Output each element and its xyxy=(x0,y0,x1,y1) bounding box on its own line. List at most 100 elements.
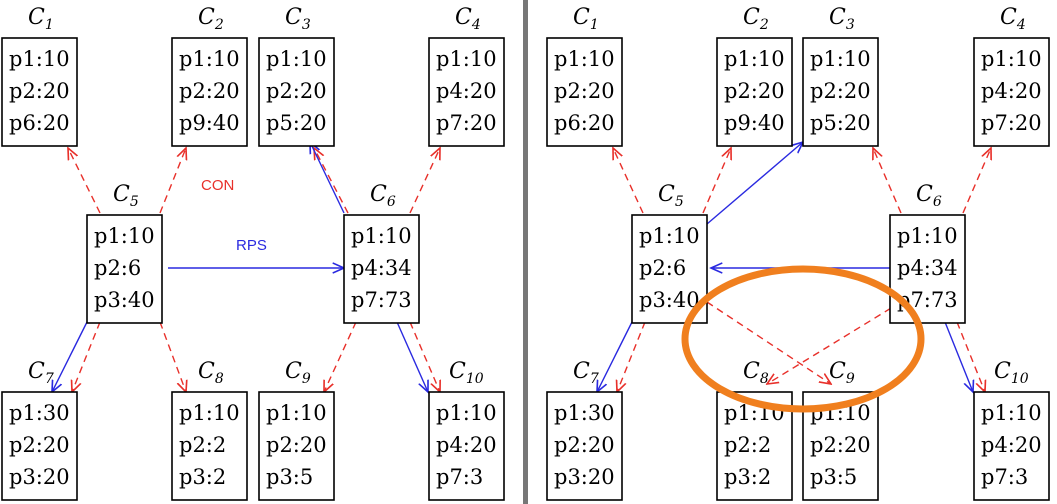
node-value: p6:20 xyxy=(9,111,70,135)
node-title: C8 xyxy=(743,359,769,387)
node-value: p9:40 xyxy=(724,111,785,135)
node-value: p4:20 xyxy=(981,79,1042,103)
node-box xyxy=(631,214,708,324)
node-box xyxy=(86,214,163,324)
node-value: p2:20 xyxy=(266,433,327,457)
rps-label: RPS xyxy=(236,237,267,254)
node-title: C5 xyxy=(113,182,139,210)
node-title: C5 xyxy=(658,182,684,210)
node-title: C9 xyxy=(285,359,311,387)
node-box xyxy=(343,214,420,324)
node-value: p2:20 xyxy=(9,79,70,103)
node-value: p5:20 xyxy=(810,111,871,135)
node-title: C7 xyxy=(28,359,54,387)
node-value: p7:20 xyxy=(436,111,497,135)
node-value: p1:10 xyxy=(554,47,615,71)
node-value: p1:10 xyxy=(639,224,700,248)
node-title: C10 xyxy=(449,359,484,387)
node-box xyxy=(973,37,1050,147)
node-value: p4:34 xyxy=(897,256,958,280)
node-box xyxy=(171,391,248,501)
rps-edge xyxy=(310,142,345,214)
node-box xyxy=(258,391,335,501)
node-value: p2:6 xyxy=(639,256,686,280)
node-title: C8 xyxy=(198,359,224,387)
node-value: p1:10 xyxy=(9,47,70,71)
node-value: p2:20 xyxy=(810,79,871,103)
node-box xyxy=(171,37,248,147)
node-value: p2:20 xyxy=(554,79,615,103)
node-value: p3:5 xyxy=(266,465,313,489)
node-value: p1:10 xyxy=(179,47,240,71)
node-c3: C3 p1:10 p2:20 p5:20 xyxy=(258,5,335,147)
rps-edge xyxy=(597,321,633,392)
node-value: p7:73 xyxy=(351,288,412,312)
node-value: p1:10 xyxy=(981,47,1042,71)
con-edge xyxy=(72,321,101,392)
node-value: p3:20 xyxy=(554,465,615,489)
node-value: p2:20 xyxy=(810,433,871,457)
node-value: p7:20 xyxy=(981,111,1042,135)
node-c5: C5 p1:10 p2:6 p3:40 xyxy=(631,182,708,324)
rps-edge xyxy=(52,321,88,392)
node-value: p1:10 xyxy=(436,47,497,71)
node-value: p3:40 xyxy=(94,288,155,312)
node-title: C9 xyxy=(829,359,855,387)
node-value: p2:2 xyxy=(179,433,226,457)
node-title: C10 xyxy=(994,359,1029,387)
node-value: p4:20 xyxy=(981,433,1042,457)
node-value: p1:10 xyxy=(981,401,1042,425)
node-value: p2:20 xyxy=(179,79,240,103)
node-value: p3:5 xyxy=(810,465,857,489)
con-edge xyxy=(617,321,646,392)
node-box xyxy=(1,391,78,501)
node-title: C1 xyxy=(573,5,599,33)
node-value: p3:2 xyxy=(724,465,771,489)
node-box xyxy=(258,37,335,147)
con-edge xyxy=(409,148,440,214)
node-value: p2:2 xyxy=(724,433,771,457)
con-edge xyxy=(324,321,357,392)
con-edge xyxy=(409,321,440,392)
con-edge xyxy=(159,321,186,392)
node-box xyxy=(428,391,505,501)
con-edge xyxy=(767,301,902,384)
con-edge xyxy=(314,148,349,214)
node-title: C2 xyxy=(743,5,769,33)
node-box xyxy=(802,37,879,147)
node-value: p4:34 xyxy=(351,256,412,280)
node-value: p4:20 xyxy=(436,433,497,457)
node-value: p3:40 xyxy=(639,288,700,312)
node-value: p5:20 xyxy=(266,111,327,135)
node-title: C3 xyxy=(285,5,311,33)
node-value: p1:10 xyxy=(897,224,958,248)
panel-divider xyxy=(523,0,528,504)
node-box xyxy=(546,391,623,501)
con-edge xyxy=(956,321,985,392)
rps-edge xyxy=(944,321,973,392)
node-value: p1:10 xyxy=(179,401,240,425)
node-box xyxy=(428,37,505,147)
node-value: p1:10 xyxy=(266,401,327,425)
node-title: C4 xyxy=(1000,5,1026,33)
node-title: C2 xyxy=(198,5,224,33)
node-value: p1:10 xyxy=(266,47,327,71)
con-edge xyxy=(613,148,644,214)
rps-edge xyxy=(706,142,803,225)
node-value: p1:10 xyxy=(724,47,785,71)
node-value: p2:20 xyxy=(266,79,327,103)
